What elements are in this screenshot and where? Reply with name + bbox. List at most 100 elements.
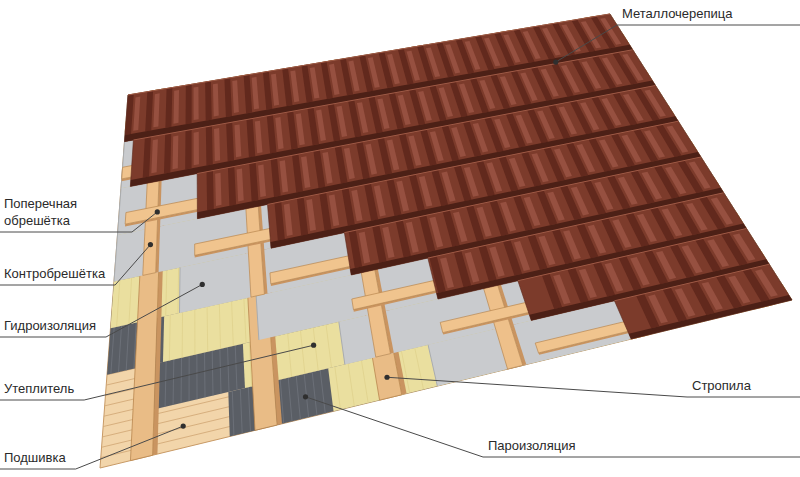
leader-line bbox=[0, 426, 183, 469]
vapour-rib bbox=[240, 389, 242, 433]
tile-groove bbox=[165, 88, 172, 128]
tile-highlight bbox=[571, 187, 589, 216]
vapour-rib bbox=[312, 372, 317, 415]
tile-highlight bbox=[237, 169, 244, 202]
tile-highlight bbox=[296, 113, 305, 145]
tile-highlight bbox=[426, 47, 440, 77]
tile-highlight bbox=[258, 164, 266, 197]
tile-highlight bbox=[465, 41, 481, 70]
leader-dot bbox=[311, 343, 316, 348]
tile-highlight bbox=[406, 222, 419, 253]
tile-highlight bbox=[553, 275, 570, 305]
tile-highlight bbox=[348, 61, 359, 92]
tile-highlight bbox=[579, 269, 597, 298]
tile-highlight bbox=[675, 288, 696, 316]
tile-highlight bbox=[559, 106, 577, 134]
tile-groove bbox=[275, 202, 285, 241]
tile-highlight bbox=[689, 162, 711, 189]
tile-highlight bbox=[418, 91, 432, 121]
callout-label: Утеплитель bbox=[4, 380, 74, 397]
vapour-barrier bbox=[107, 14, 792, 437]
tile-highlight bbox=[486, 162, 502, 192]
vapour-rib bbox=[173, 359, 175, 404]
insulation-fibre bbox=[117, 280, 120, 327]
tile-highlight bbox=[648, 295, 668, 324]
tile-highlight bbox=[151, 139, 158, 173]
tile-highlight bbox=[365, 144, 377, 175]
tile-row-edge bbox=[518, 229, 747, 281]
leader-line bbox=[0, 284, 202, 337]
tile-highlight bbox=[194, 87, 199, 120]
tile-highlight bbox=[214, 128, 220, 161]
leader-line bbox=[387, 377, 800, 397]
tile-groove bbox=[143, 137, 151, 178]
tile-highlight bbox=[153, 93, 159, 127]
metal-tiles bbox=[125, 14, 793, 339]
tile-highlight bbox=[656, 251, 676, 279]
tile-highlight bbox=[430, 131, 444, 161]
tile-highlight bbox=[516, 115, 533, 144]
tile-groove bbox=[206, 126, 213, 166]
tile-highlight bbox=[531, 153, 548, 182]
tile-highlight bbox=[642, 172, 662, 200]
tile-highlight bbox=[667, 126, 689, 153]
tile-highlight bbox=[408, 135, 421, 165]
tile-highlight bbox=[234, 124, 241, 157]
leader-line bbox=[306, 397, 800, 457]
tile-highlight bbox=[728, 276, 750, 304]
tile-highlight bbox=[630, 257, 650, 286]
vapour-rib bbox=[248, 387, 250, 431]
tile-groove bbox=[226, 122, 234, 161]
tile-groove bbox=[271, 158, 281, 197]
insulation-fibre bbox=[326, 325, 331, 368]
tile-highlight bbox=[306, 199, 316, 231]
tile-highlight bbox=[539, 236, 556, 265]
tile-highlight bbox=[537, 111, 555, 140]
tile-highlight bbox=[459, 84, 474, 113]
tile-groove bbox=[244, 75, 252, 114]
tile-highlight bbox=[357, 102, 368, 133]
vapour-rib bbox=[320, 370, 325, 413]
callout-label: Поперечная обрешётка bbox=[4, 195, 122, 229]
tile-highlight bbox=[599, 139, 618, 167]
tile-groove bbox=[145, 91, 153, 132]
vapour-rib bbox=[119, 326, 122, 372]
vapour-rib bbox=[126, 324, 129, 370]
tile-highlight bbox=[368, 57, 380, 88]
tile-groove bbox=[267, 115, 277, 154]
tile-highlight bbox=[682, 245, 703, 273]
tile-highlight bbox=[232, 80, 239, 113]
tile-highlight bbox=[477, 207, 492, 237]
tile-highlight bbox=[524, 197, 541, 226]
tile-highlight bbox=[280, 160, 289, 192]
tile-highlight bbox=[755, 269, 778, 297]
tile-groove bbox=[228, 166, 236, 205]
tile-highlight bbox=[329, 194, 339, 226]
membrane-edge bbox=[179, 267, 181, 312]
tile-groove bbox=[125, 94, 134, 135]
tile-step-shadow bbox=[629, 295, 792, 339]
insulation-fibre bbox=[300, 331, 304, 374]
insulation-fibre bbox=[166, 270, 167, 316]
tile-highlight bbox=[377, 98, 389, 129]
tile-highlight bbox=[622, 54, 643, 81]
leader-dot bbox=[553, 59, 558, 64]
callout-label: Стропила bbox=[692, 377, 751, 394]
tile-highlight bbox=[290, 70, 299, 102]
tile-highlight bbox=[322, 152, 332, 184]
tile-groove bbox=[263, 71, 272, 109]
insulation-fibre bbox=[169, 315, 171, 361]
tile-highlight bbox=[588, 225, 606, 254]
tile-highlight bbox=[440, 257, 454, 288]
insulation-fibre bbox=[288, 333, 292, 377]
tile-highlight bbox=[173, 90, 179, 124]
insulation-fibre bbox=[415, 348, 424, 390]
membrane-edge bbox=[114, 235, 118, 282]
leader-dot bbox=[200, 282, 205, 287]
tile-highlight bbox=[494, 119, 510, 148]
tile-highlight bbox=[600, 18, 621, 45]
tile-highlight bbox=[445, 44, 460, 73]
vapour-rib bbox=[288, 378, 292, 422]
insulation-fibre bbox=[232, 301, 234, 345]
